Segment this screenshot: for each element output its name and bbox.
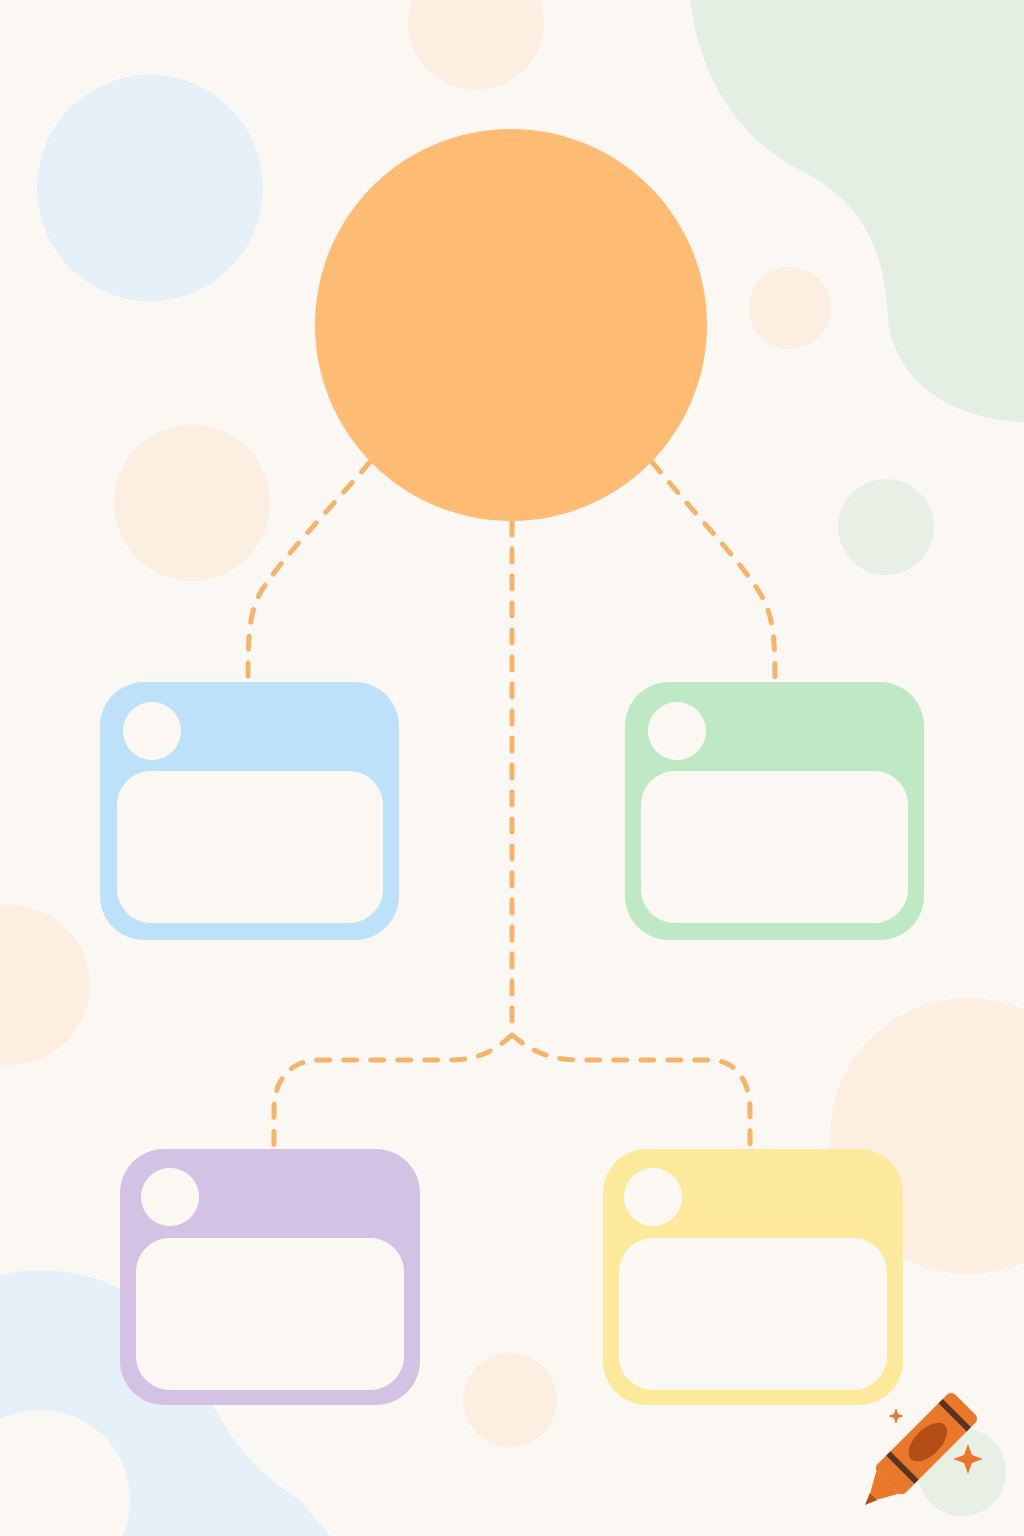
crayon-label-oval [908, 1422, 948, 1462]
card-bottom-left[interactable] [120, 1149, 420, 1405]
crayon-icon [864, 1392, 978, 1506]
bg-blob-peach-left-edge [0, 905, 90, 1065]
bg-blob-peach-bottom [463, 1353, 557, 1447]
sparkle-large [953, 1444, 983, 1474]
bg-blob-green-top-right [690, 0, 1024, 422]
card-top-right[interactable] [625, 682, 924, 940]
bg-blob-peach-left [114, 425, 270, 581]
card-bottom-right[interactable] [603, 1149, 903, 1405]
card-header-dot [624, 1168, 682, 1226]
root-node[interactable] [315, 129, 707, 521]
crayon-stripe-2 [938, 1398, 972, 1432]
bg-blob-blue-top-left [37, 75, 263, 301]
connector-root-to-top-left [245, 459, 373, 683]
connector-split-to-bottom-right [509, 1032, 753, 1151]
crayon-tip-point [864, 1493, 877, 1506]
bg-blob-beige-bottom-left [0, 1410, 130, 1536]
connector-split-to-bottom-left [271, 1032, 515, 1151]
card-content-area [117, 771, 383, 923]
card-content-area [136, 1238, 404, 1390]
card-header-dot [141, 1168, 199, 1226]
card-header-dot [648, 702, 706, 760]
card-top-left[interactable] [100, 682, 399, 940]
connectors [245, 459, 778, 1151]
card-content-area [641, 771, 908, 923]
crayon-tip [867, 1471, 899, 1503]
card-content-area [619, 1238, 887, 1390]
bg-blob-peach-top [408, 0, 544, 90]
sparkle-small [888, 1408, 904, 1424]
bg-blob-green-right [838, 479, 934, 575]
sparkle-icon [888, 1408, 983, 1474]
root-circle [315, 129, 707, 521]
bg-blob-peach-small-right [749, 267, 831, 349]
crayon-stripe-1 [886, 1451, 919, 1484]
connector-root-to-top-right [649, 459, 778, 683]
card-header-dot [123, 702, 181, 760]
